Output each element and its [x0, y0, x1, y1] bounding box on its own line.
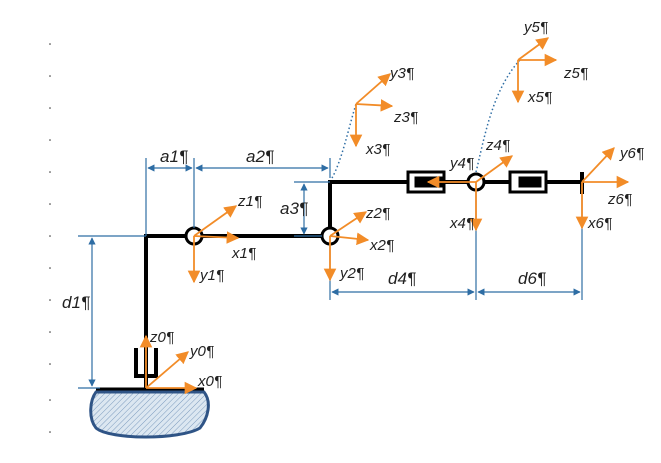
label-a1: a1¶: [160, 147, 188, 166]
joint-6-housing: [508, 170, 548, 194]
label-a2: a2¶: [246, 147, 274, 166]
label-z2: z2¶: [365, 205, 390, 222]
label-y3: y3¶: [389, 65, 414, 82]
label-d1: d1¶: [62, 293, 90, 312]
label-y2: y2¶: [339, 265, 364, 282]
label-d6: d6¶: [518, 269, 546, 288]
label-a3: a3¶: [280, 199, 308, 218]
label-z4: z4¶: [485, 137, 510, 154]
label-x4: x4¶: [449, 215, 474, 232]
label-y6: y6¶: [619, 145, 644, 162]
label-y1: y1¶: [199, 267, 224, 284]
label-y5: y5¶: [523, 19, 548, 36]
label-z3: z3¶: [393, 109, 418, 126]
label-z0: z0¶: [149, 329, 174, 346]
label-x3: x3¶: [365, 141, 390, 158]
dotted-connectors: [331, 59, 521, 179]
label-z6: z6¶: [607, 191, 632, 208]
joint-0-bracket: [134, 348, 158, 378]
label-y4: y4¶: [449, 155, 474, 172]
label-x2: x2¶: [369, 237, 394, 254]
label-x1: x1¶: [231, 245, 256, 262]
label-d4: d4¶: [388, 269, 416, 288]
label-z5: z5¶: [563, 65, 588, 82]
label-x5: x5¶: [527, 89, 552, 106]
frame-arrows: [139, 37, 630, 395]
label-y0: y0¶: [189, 343, 214, 360]
link-1: [144, 234, 194, 388]
label-x0: x0¶: [197, 373, 222, 390]
label-z1: z1¶: [237, 193, 262, 210]
label-x6: x6¶: [587, 215, 612, 232]
margin-dots: [49, 43, 51, 433]
base-ground: [89, 390, 210, 439]
